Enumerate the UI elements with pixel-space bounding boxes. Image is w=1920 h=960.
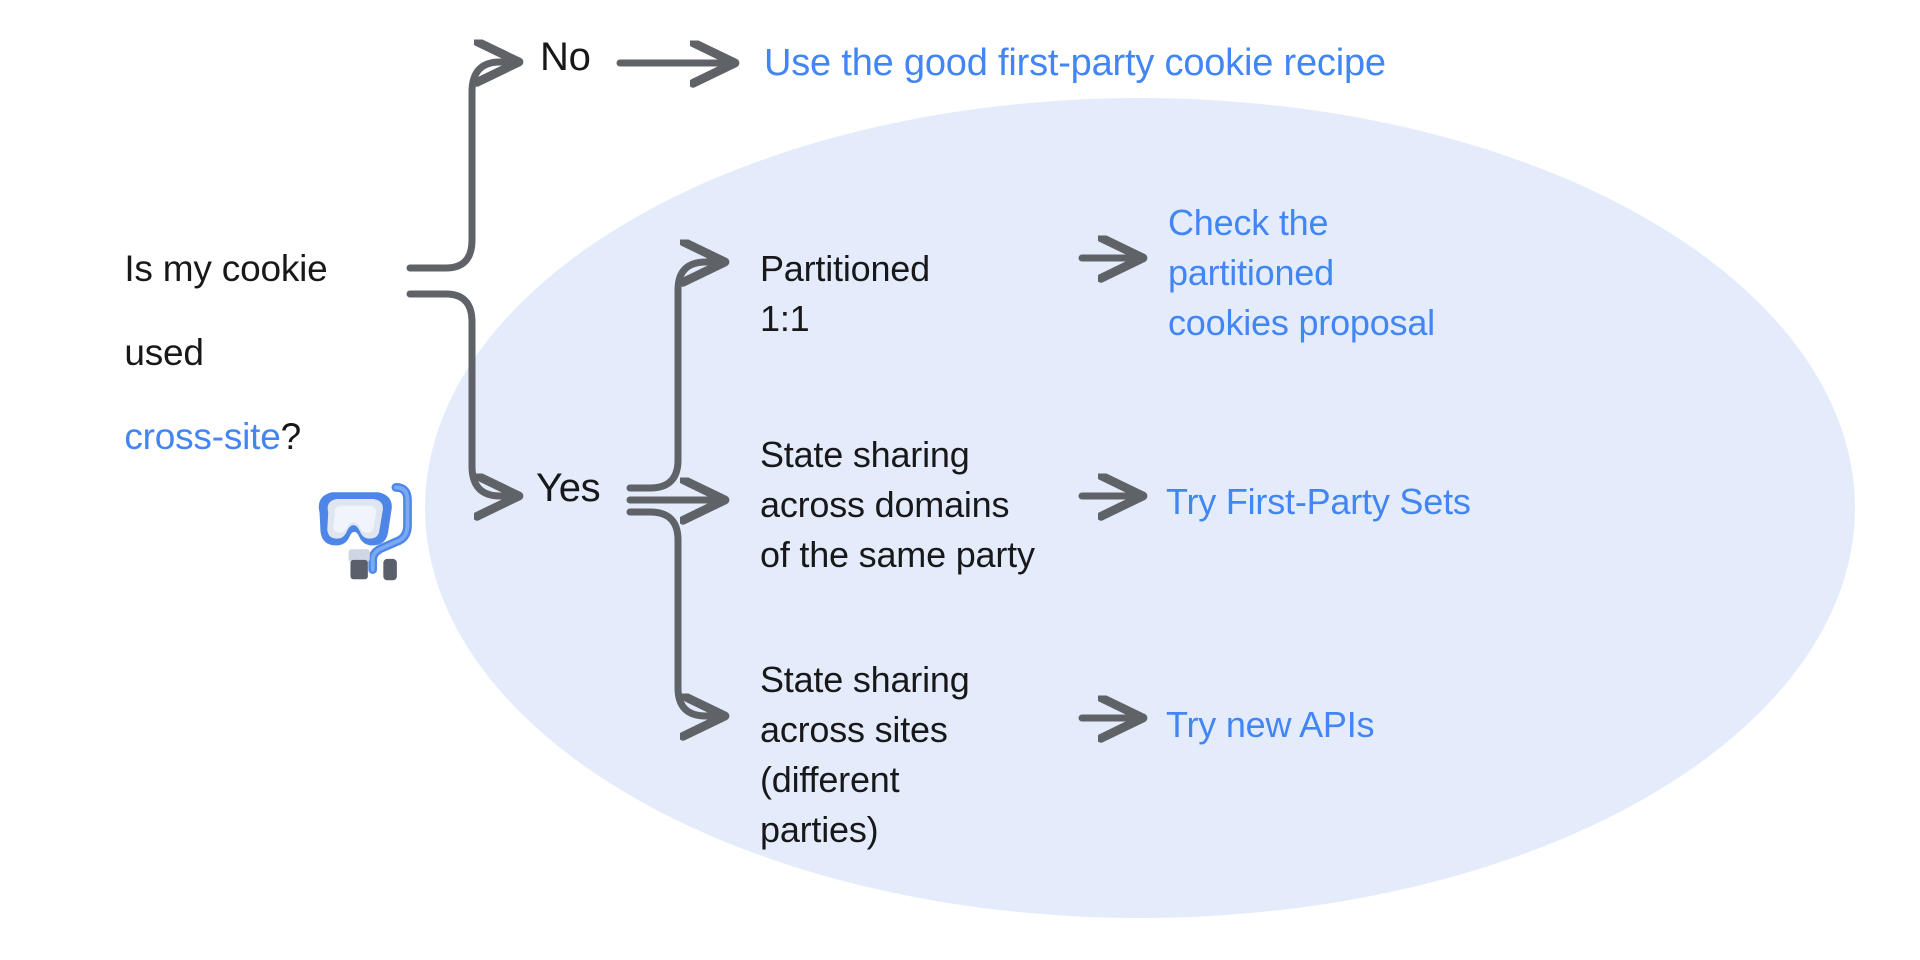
question-line-2: used xyxy=(124,332,214,373)
link-try-first-party-sets[interactable]: Try First-Party Sets xyxy=(1166,481,1471,522)
option-partitioned: Partitioned 1:1 xyxy=(760,248,930,339)
link-first-party-cookie-recipe[interactable]: Use the good first-party cookie recipe xyxy=(764,42,1386,84)
highlight-ellipse xyxy=(425,98,1855,918)
question-line-1: Is my cookie xyxy=(124,248,328,289)
question-suffix: ? xyxy=(280,416,302,457)
link-partitioned-cookies-proposal[interactable]: Check the partitioned cookies proposal xyxy=(1168,202,1435,343)
diving-mask-icon xyxy=(318,483,412,581)
option-state-sharing-domains: State sharing across domains of the same… xyxy=(760,434,1035,575)
root-question: Is my cookie used cross-site? xyxy=(84,206,364,500)
branch-label-no: No xyxy=(540,35,591,79)
link-try-new-apis[interactable]: Try new APIs xyxy=(1166,704,1375,745)
edge-root-to-no xyxy=(406,62,512,272)
option-state-sharing-sites: State sharing across sites (different pa… xyxy=(760,659,970,850)
branch-label-yes: Yes xyxy=(536,466,601,510)
question-cross-site-link[interactable]: cross-site xyxy=(124,416,281,457)
